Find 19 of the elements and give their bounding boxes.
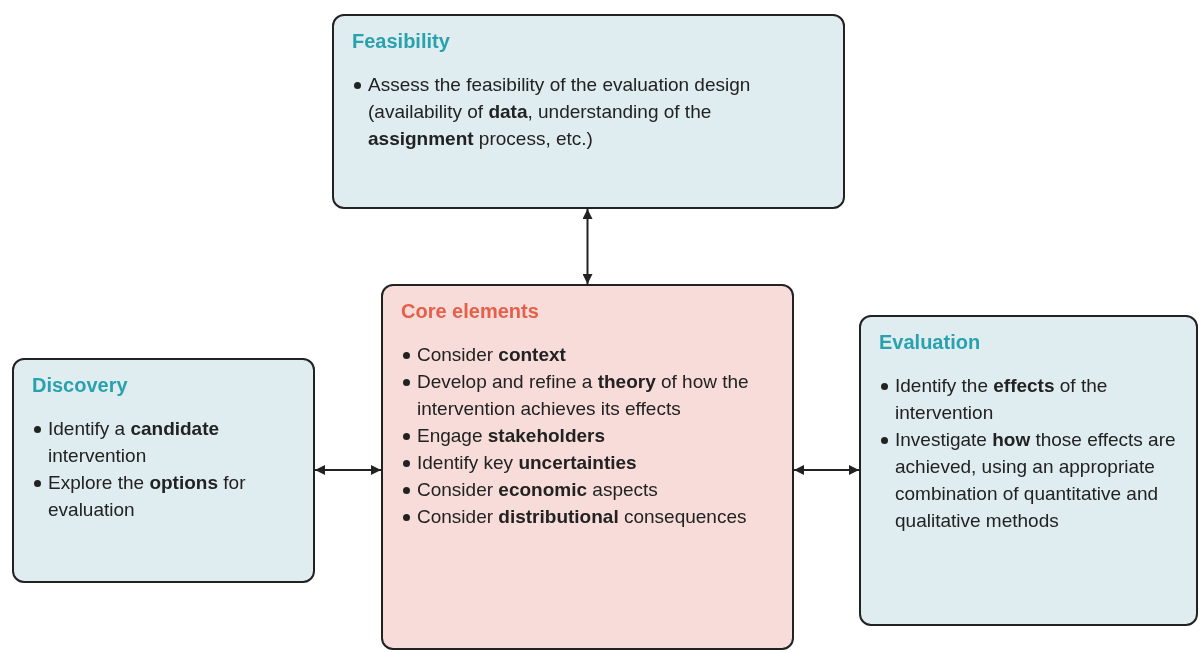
double-arrow	[314, 465, 382, 475]
double-arrow	[582, 208, 593, 285]
bullet-text: Identify key uncertainties	[401, 449, 762, 476]
box-heading: Discovery	[32, 374, 129, 397]
box-heading: Core elements	[401, 300, 540, 323]
box-heading: Evaluation	[879, 331, 982, 354]
bullet-text: Consider distributional consequences	[401, 503, 762, 530]
bullet-text: Consider economic aspects	[401, 476, 762, 503]
bullet-text: Investigate how those effects are achieved, using an appropriate combination of quantitative and qualitative methods	[879, 426, 1178, 534]
stage-box	[332, 14, 845, 209]
double-arrow	[793, 465, 860, 475]
stage-box	[12, 358, 315, 583]
box-heading: Feasibility	[352, 30, 451, 53]
core-box	[381, 284, 794, 650]
bullet-text: Assess the feasibility of the evaluation design (availability of data, understanding of the assignment process, etc.)	[352, 71, 788, 152]
stage-box	[859, 315, 1198, 626]
bullet-text: Engage stakeholders	[401, 422, 762, 449]
bullet-text: Explore the options for evaluation	[32, 469, 288, 523]
bullet-text: Consider context	[401, 341, 762, 368]
